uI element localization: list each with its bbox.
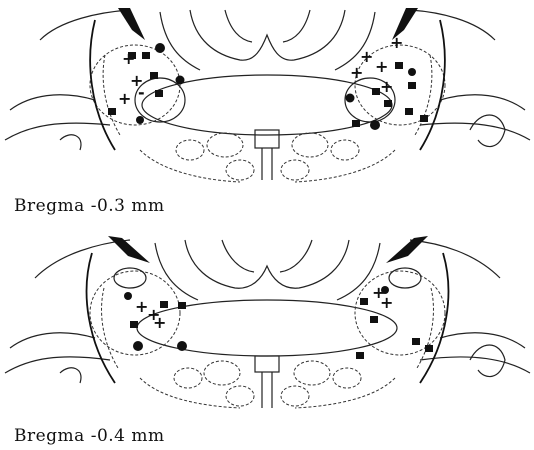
brain-section-drawing-top: + + + - + + + + + xyxy=(0,0,534,190)
section-caption: Bregma -0.4 mm xyxy=(14,426,165,446)
square-symbol xyxy=(372,88,380,95)
plus-symbol: + xyxy=(153,313,166,332)
square-symbol xyxy=(130,321,138,328)
square-symbol xyxy=(370,316,378,323)
square-symbol xyxy=(408,82,416,89)
square-symbol xyxy=(356,352,364,359)
brain-section-bottom: + + + + + xyxy=(0,228,534,418)
square-symbol xyxy=(360,298,368,305)
square-symbol xyxy=(412,338,420,345)
square-symbol xyxy=(420,115,428,122)
square-symbol xyxy=(395,62,403,69)
minus-symbol: - xyxy=(138,83,145,102)
ventricle-mark-right xyxy=(386,236,428,263)
square-symbol xyxy=(405,108,413,115)
circle-symbol xyxy=(370,120,380,130)
square-symbol xyxy=(128,52,136,59)
circle-symbol xyxy=(124,292,132,300)
ventricle-mark-left xyxy=(118,8,145,40)
circle-symbol xyxy=(155,43,165,53)
square-symbol xyxy=(352,120,360,127)
plus-symbol: + xyxy=(380,293,393,312)
plus-symbol: + xyxy=(390,33,403,52)
plus-symbol: + xyxy=(380,77,393,96)
circle-symbol xyxy=(177,341,187,351)
circle-symbol xyxy=(381,286,389,294)
circle-symbol xyxy=(176,76,185,85)
circle-symbol xyxy=(408,68,416,76)
square-symbol xyxy=(155,90,163,97)
circle-symbol xyxy=(133,341,143,351)
circle-symbol xyxy=(346,94,355,103)
section-caption: Bregma -0.3 mm xyxy=(14,196,165,216)
plus-symbol: + xyxy=(118,89,131,108)
brain-section-drawing-bottom: + + + + + xyxy=(0,228,534,418)
circle-symbol xyxy=(136,116,144,124)
square-symbol xyxy=(384,100,392,107)
square-symbol xyxy=(150,72,158,79)
square-symbol xyxy=(108,108,116,115)
square-symbol xyxy=(178,302,186,309)
plus-symbol: + xyxy=(350,63,363,82)
square-symbol xyxy=(160,301,168,308)
square-symbol xyxy=(425,345,433,352)
square-symbol xyxy=(142,52,150,59)
plus-symbol: + xyxy=(375,57,388,76)
brain-section-top: + + + - + + + + + xyxy=(0,0,534,190)
